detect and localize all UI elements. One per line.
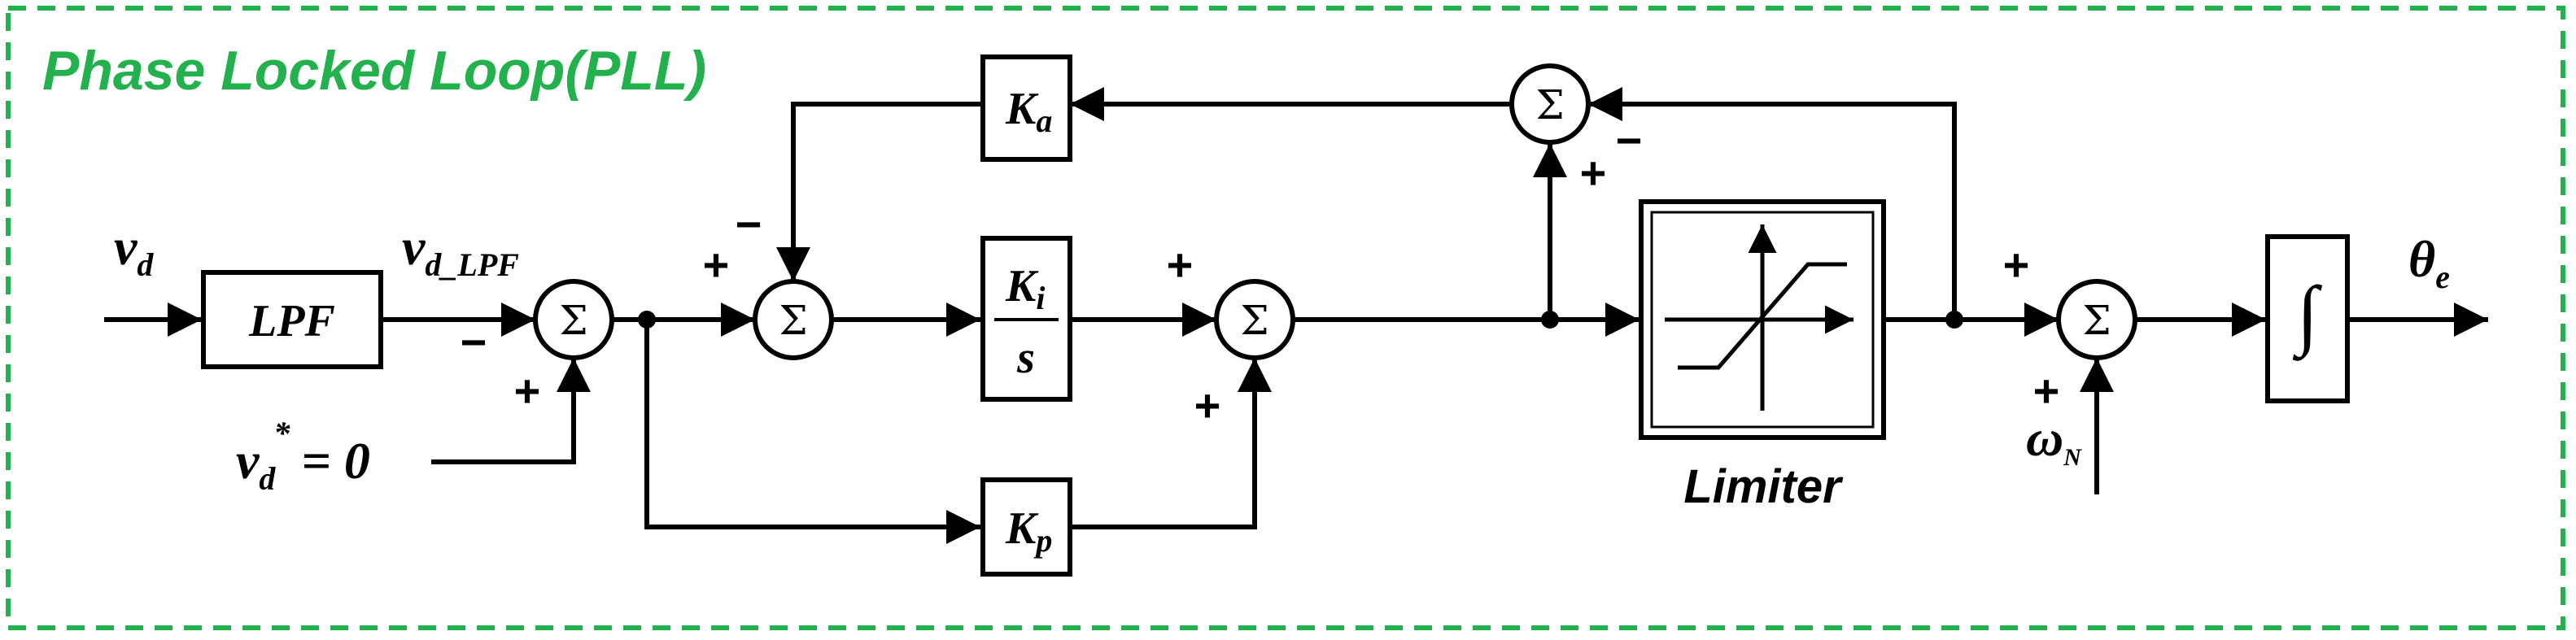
sign-plus-vdref: +	[514, 365, 541, 416]
summer-error	[533, 279, 614, 360]
kp-block	[980, 477, 1072, 577]
summer-symbol: Σ	[559, 297, 587, 344]
summer-omega	[2056, 279, 2137, 360]
sign-minus-ka: −	[736, 198, 762, 250]
sign-minus-limited: −	[1616, 115, 1643, 166]
sign-plus-limited: +	[2003, 239, 2030, 290]
summer-symbol: Σ	[1240, 297, 1268, 344]
limiter-inner-frame	[1650, 211, 1875, 429]
summer-symbol: Σ	[1535, 81, 1564, 128]
limiter-curve	[1678, 262, 1847, 370]
junction-dot	[1541, 311, 1559, 329]
summer-antiwindup	[753, 279, 834, 360]
lpf-label: LPF	[248, 296, 335, 346]
wire-branch-kp	[644, 320, 980, 544]
wire-ka-sum2	[776, 102, 980, 281]
vd-lpf-label: vd_LPF	[402, 218, 519, 283]
ki-label: Ki	[1005, 261, 1045, 316]
wire-vdref-sum1	[431, 358, 591, 464]
wire-feedback-sum4	[1588, 87, 1957, 320]
sign-plus-ki: +	[1167, 239, 1194, 290]
limiter-label: Limiter	[1683, 460, 1844, 513]
ka-block	[980, 54, 1072, 162]
vd-label: vd	[114, 218, 154, 283]
junction-dot	[1945, 311, 1963, 329]
integrator-block	[2265, 234, 2350, 403]
kp-label: Kp	[1005, 503, 1052, 559]
junction-dot	[638, 311, 656, 329]
sign-plus-error: +	[703, 239, 730, 290]
summer-symbol: Σ	[779, 297, 807, 344]
omega-label: ωN	[2026, 409, 2082, 471]
sign-plus-omega: +	[2033, 365, 2060, 416]
sign-plus-kp: +	[1194, 380, 1221, 431]
summer-symbol: Σ	[2082, 297, 2111, 344]
wire-kp-sum3	[1070, 358, 1272, 529]
pll-frame	[6, 6, 2565, 630]
summer-pi	[1214, 279, 1295, 360]
ka-label: Ka	[1005, 84, 1052, 139]
summer-limiter-diff	[1509, 63, 1591, 145]
ki-denominator: s	[1016, 333, 1035, 383]
sign-plus-unlimited: +	[1580, 147, 1607, 198]
diagram-title: Phase Locked Loop(PLL)	[42, 40, 706, 102]
integrator-label: ∫	[2292, 270, 2323, 361]
lpf-block	[201, 270, 383, 369]
theta-label: θe	[2408, 230, 2450, 295]
vd-ref-label: vd*= 0	[236, 415, 370, 497]
sign-minus-vdlpf: −	[461, 316, 487, 368]
